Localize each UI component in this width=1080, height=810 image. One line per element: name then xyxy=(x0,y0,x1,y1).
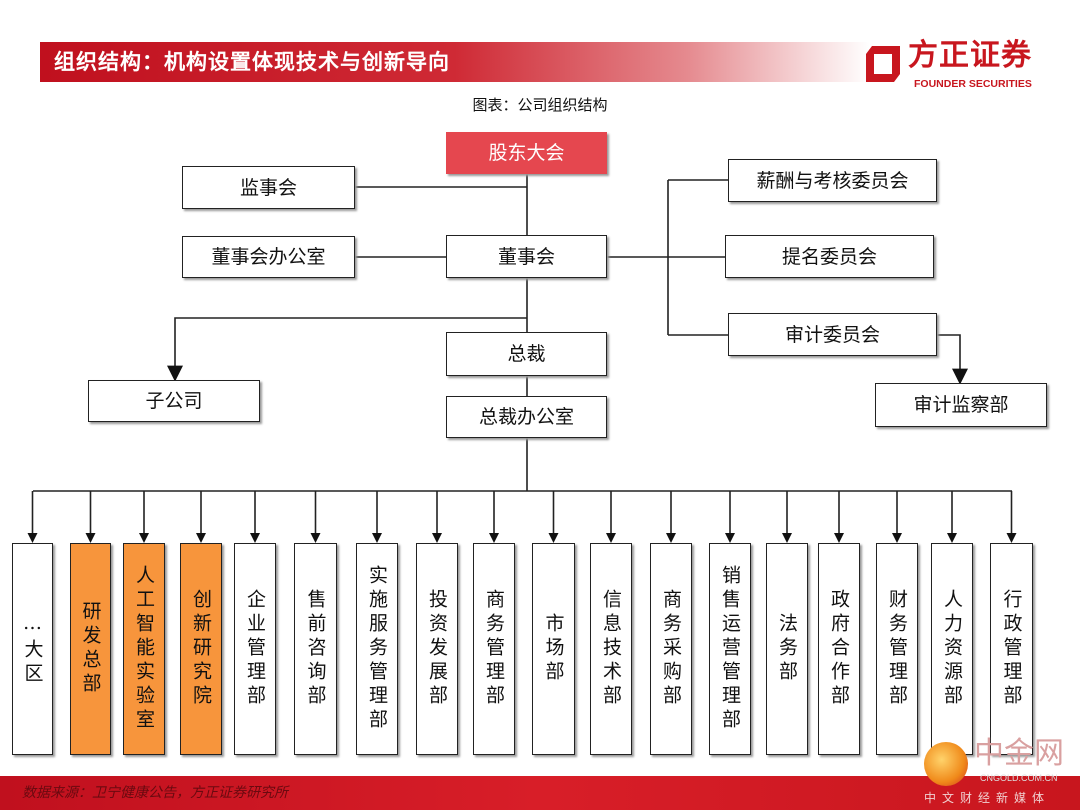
department-box: 研发总部 xyxy=(70,543,111,755)
arrow-down-icon xyxy=(666,533,676,543)
department-box: 商务管理部 xyxy=(473,543,515,755)
arrow-down-icon xyxy=(85,533,96,543)
arrow-down-icon xyxy=(606,533,616,543)
arrow-down-icon xyxy=(196,533,206,543)
department-label: 研发总部 xyxy=(79,601,102,697)
node-nomination-committee: 提名委员会 xyxy=(725,235,934,278)
department-box: …大区 xyxy=(12,543,53,755)
arrow-down-icon xyxy=(139,533,149,543)
arrow-down-icon xyxy=(834,533,844,543)
logo-en: FOUNDER SECURITIES xyxy=(914,78,1032,90)
department-label: 人力资源部 xyxy=(941,589,963,709)
department-label: 市场部 xyxy=(542,613,565,685)
node-shareholders-meeting: 股东大会 xyxy=(446,132,607,174)
node-president-office: 总裁办公室 xyxy=(446,396,607,438)
chart-caption: 图表：公司组织结构 xyxy=(472,96,608,114)
department-label: 实施服务管理部 xyxy=(366,565,388,733)
department-label: 企业管理部 xyxy=(244,589,266,709)
arrow-down-icon xyxy=(489,533,499,543)
department-label: 人工智能实验室 xyxy=(133,565,155,733)
arrow-down-icon xyxy=(310,533,321,543)
arrow-down-icon xyxy=(782,533,792,543)
department-box: 市场部 xyxy=(532,543,575,755)
arrow-down-icon xyxy=(1006,533,1017,543)
department-box: 财务管理部 xyxy=(876,543,918,755)
node-board-office: 董事会办公室 xyxy=(182,236,355,278)
department-label: 商务采购部 xyxy=(660,589,682,709)
department-box: 企业管理部 xyxy=(234,543,276,755)
node-subsidiary: 子公司 xyxy=(88,380,260,422)
arrow-down-icon xyxy=(548,533,559,543)
department-box: 行政管理部 xyxy=(990,543,1033,755)
department-box: 政府合作部 xyxy=(818,543,860,755)
arrow-down-icon xyxy=(27,533,38,543)
department-label: 行政管理部 xyxy=(1000,589,1023,709)
title-banner: 组织结构：机构设置体现技术与创新导向 xyxy=(40,42,870,82)
department-box: 人力资源部 xyxy=(931,543,973,755)
node-audit-committee: 审计委员会 xyxy=(728,313,937,356)
watermark-sub: 中文财经新媒体 xyxy=(924,791,1051,805)
watermark-cn: 中金网 xyxy=(974,736,1064,771)
department-box: 销售运营管理部 xyxy=(709,543,751,755)
footer-band: 数据来源：卫宁健康公告，方正证券研究所 xyxy=(0,776,1080,810)
cngold-logo-icon xyxy=(924,742,968,786)
cngold-watermark: 中金网 CNGOLD.COM.CN 中文财经新媒体 xyxy=(920,738,1080,808)
node-audit-department: 审计监察部 xyxy=(875,383,1047,427)
department-label: 信息技术部 xyxy=(600,589,622,709)
arrow-down-icon xyxy=(250,533,260,543)
logo-mark-icon xyxy=(866,46,900,82)
logo-cn: 方正证券 xyxy=(908,38,1032,73)
arrow-down-icon xyxy=(432,533,442,543)
department-label: 销售运营管理部 xyxy=(719,565,741,733)
department-box: 投资发展部 xyxy=(416,543,458,755)
department-box: 售前咨询部 xyxy=(294,543,337,755)
department-box: 创新研究院 xyxy=(180,543,222,755)
node-compensation-committee: 薪酬与考核委员会 xyxy=(728,159,937,202)
arrow-down-icon xyxy=(947,533,957,543)
arrow-down-icon xyxy=(725,533,735,543)
department-label: 投资发展部 xyxy=(426,589,448,709)
founder-securities-logo: 方正证券 FOUNDER SECURITIES xyxy=(862,40,1052,92)
department-box: 人工智能实验室 xyxy=(123,543,165,755)
node-supervisory-board: 监事会 xyxy=(182,166,355,209)
department-box: 信息技术部 xyxy=(590,543,632,755)
department-box: 商务采购部 xyxy=(650,543,692,755)
department-label: 政府合作部 xyxy=(828,589,850,709)
arrow-down-icon xyxy=(892,533,902,543)
watermark-url: CNGOLD.COM.CN xyxy=(980,773,1058,783)
department-label: 售前咨询部 xyxy=(304,589,327,709)
department-label: 创新研究院 xyxy=(190,589,212,709)
node-president: 总裁 xyxy=(446,332,607,376)
node-board-of-directors: 董事会 xyxy=(446,235,607,278)
department-label: 财务管理部 xyxy=(886,589,908,709)
department-label: …大区 xyxy=(21,611,44,687)
department-box: 实施服务管理部 xyxy=(356,543,398,755)
department-box: 法务部 xyxy=(766,543,808,755)
department-label: 法务部 xyxy=(776,613,798,685)
page-title: 组织结构：机构设置体现技术与创新导向 xyxy=(54,49,450,74)
department-label: 商务管理部 xyxy=(483,589,505,709)
arrow-down-icon xyxy=(372,533,382,543)
source-note: 数据来源：卫宁健康公告，方正证券研究所 xyxy=(22,785,288,801)
